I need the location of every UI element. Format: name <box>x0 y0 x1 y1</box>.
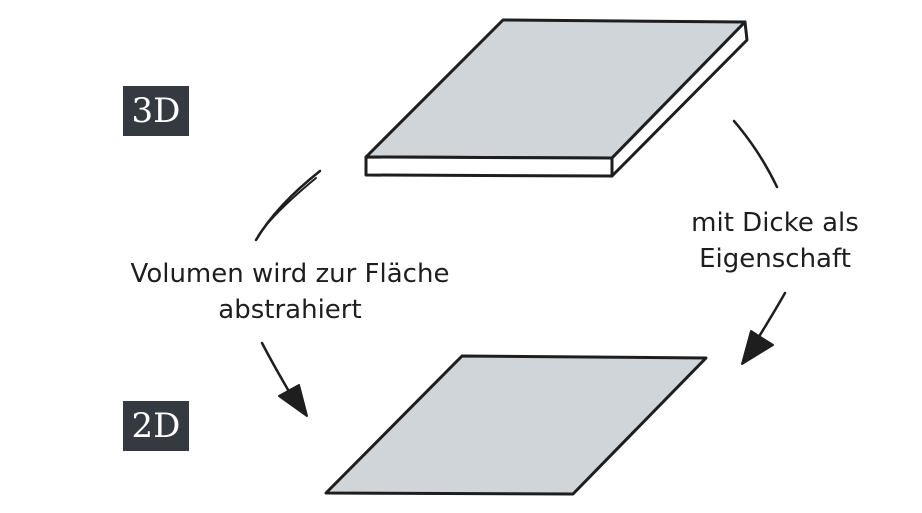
slab-3d-front-edge <box>364 155 614 178</box>
left-arrowhead <box>278 384 308 417</box>
right-annotation: mit Dicke als Eigenschaft <box>665 205 885 277</box>
left-annotation-line-2: abstrahiert <box>218 295 362 325</box>
left-annotation-line-1: Volumen wird zur Fläche <box>130 259 450 289</box>
left-arrow-upper-line-sketch <box>257 177 317 237</box>
badge-3d: 3D <box>123 86 189 136</box>
left-annotation: Volumen wird zur Fläche abstrahiert <box>100 256 480 328</box>
right-annotation-line-1: mit Dicke als <box>691 208 859 238</box>
right-arrow-upper-line <box>732 119 779 189</box>
badge-2d: 2D <box>123 401 189 451</box>
right-annotation-line-2: Eigenschaft <box>699 244 851 274</box>
slab-3d-side-edge <box>610 20 749 178</box>
right-arrowhead <box>741 330 774 365</box>
plane-2d <box>324 354 708 496</box>
left-arrow-upper-line <box>254 169 322 242</box>
